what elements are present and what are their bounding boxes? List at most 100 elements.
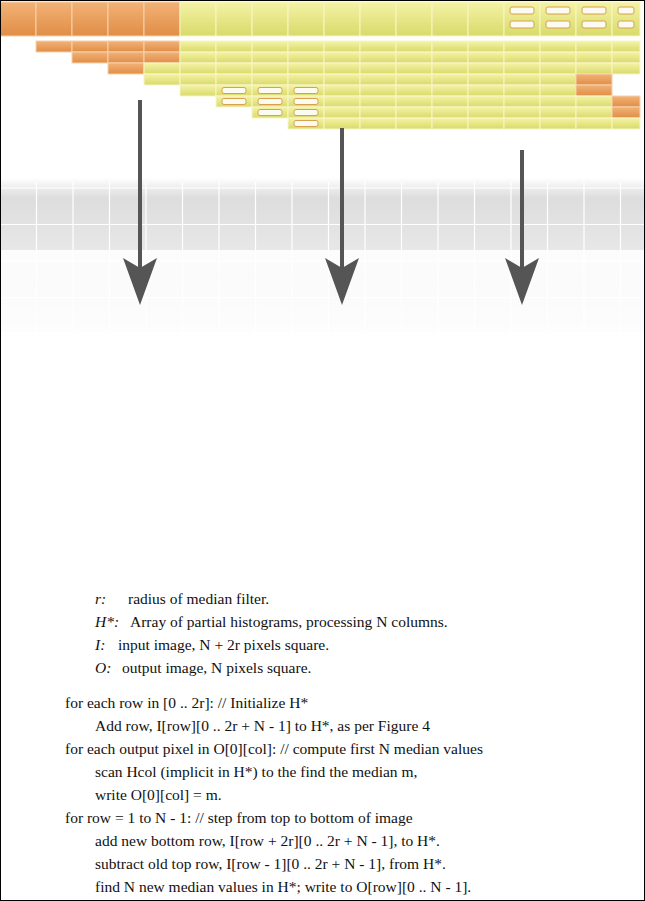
- histogram-cell: [144, 63, 180, 74]
- histogram-slot: [294, 99, 318, 105]
- histogram-cell: [468, 85, 504, 96]
- histogram-cell: [360, 2, 396, 36]
- histogram-cell: [360, 52, 396, 63]
- histogram-cell: [144, 41, 180, 52]
- histogram-cell: [324, 63, 360, 74]
- histogram-cell: [576, 52, 612, 63]
- histogram-cell: [360, 96, 396, 107]
- histogram-cell: [612, 96, 640, 107]
- histogram-cell: [216, 74, 252, 85]
- histogram-cell: [396, 85, 432, 96]
- symbol-definition: Array of partial histograms, processing …: [130, 613, 448, 631]
- histogram-cell: [432, 85, 468, 96]
- histogram-cell: [72, 41, 108, 52]
- histogram-cell: [612, 63, 640, 74]
- histogram-cell: [612, 118, 640, 129]
- histogram-slot: [294, 110, 318, 116]
- histogram-cell: [468, 74, 504, 85]
- histogram-cell: [504, 2, 540, 36]
- histogram-cell: [360, 74, 396, 85]
- histogram-cell: [288, 118, 324, 129]
- histogram-cell: [504, 107, 540, 118]
- histogram-cell: [432, 74, 468, 85]
- histogram-cell: [144, 74, 180, 85]
- grid-top-fade: [0, 178, 645, 198]
- histogram-cell: [252, 96, 288, 107]
- histogram-cell: [468, 41, 504, 52]
- symbol-term: H*:: [95, 613, 119, 631]
- histogram-cell: [540, 107, 576, 118]
- histogram-cell: [324, 107, 360, 118]
- histogram-cell: [216, 52, 252, 63]
- grid-line: [0, 224, 645, 225]
- histogram-strip: [72, 52, 640, 63]
- histogram-cell: [252, 74, 288, 85]
- histogram-cell: [504, 74, 540, 85]
- histogram-slot: [618, 21, 634, 28]
- down-arrows: [123, 100, 539, 305]
- histogram-slot: [582, 21, 606, 28]
- histogram-cell: [324, 85, 360, 96]
- histogram-cell: [540, 118, 576, 129]
- histogram-cell: [144, 2, 180, 36]
- histogram-cell: [396, 96, 432, 107]
- histogram-cell: [396, 52, 432, 63]
- histogram-cell: [324, 96, 360, 107]
- histogram-cell: [432, 41, 468, 52]
- symbol-term: I:: [95, 636, 105, 654]
- histogram-cell: [468, 96, 504, 107]
- histogram-slot: [258, 99, 282, 105]
- histogram-cell: [576, 63, 612, 74]
- arrow-head: [505, 258, 539, 305]
- histogram-cell: [360, 63, 396, 74]
- histogram-cell: [288, 2, 324, 36]
- histogram-slot: [222, 88, 246, 94]
- symbol-term: O:: [95, 659, 111, 677]
- pseudocode-line: subtract old top row, I[row - 1][0 .. 2r…: [95, 855, 446, 873]
- histogram-slot: [222, 99, 246, 105]
- histogram-cell: [288, 74, 324, 85]
- histogram-cell: [216, 85, 252, 96]
- histogram-cell: [504, 96, 540, 107]
- pseudocode-line: for each row in [0 .. 2r]: // Initialize…: [65, 694, 308, 712]
- arrow-head: [325, 258, 359, 305]
- histogram-slot: [258, 88, 282, 94]
- histogram-slot: [546, 21, 570, 28]
- histogram-cell: [288, 107, 324, 118]
- histogram-cell: [432, 96, 468, 107]
- partial-histograms: [0, 2, 640, 129]
- histogram-cell: [504, 52, 540, 63]
- histogram-cell: [612, 41, 640, 52]
- histogram-slot: [510, 7, 534, 14]
- histogram-cell: [216, 63, 252, 74]
- histogram-cell: [396, 118, 432, 129]
- histogram-cell: [432, 118, 468, 129]
- histogram-cell: [324, 118, 360, 129]
- grid-fade: [0, 250, 645, 340]
- histogram-cell: [288, 52, 324, 63]
- histogram-cell: [612, 2, 640, 36]
- pseudocode-line: find N new median values in H*; write to…: [95, 878, 471, 896]
- histogram-strip: [36, 41, 640, 52]
- histogram-strip: [288, 118, 640, 129]
- histogram-cell: [432, 63, 468, 74]
- histogram-cell: [504, 85, 540, 96]
- pseudocode-line: add new bottom row, I[row + 2r][0 .. 2r …: [95, 832, 440, 850]
- histogram-cell: [324, 52, 360, 63]
- histogram-cell: [252, 63, 288, 74]
- histogram-cell: [324, 41, 360, 52]
- histogram-cell: [540, 52, 576, 63]
- histogram-cell: [180, 41, 216, 52]
- output-grid: [0, 178, 645, 340]
- histogram-cell: [504, 63, 540, 74]
- histogram-cell: [288, 96, 324, 107]
- histogram-slot: [294, 88, 318, 94]
- histogram-cell: [252, 107, 288, 118]
- histogram-cell: [396, 2, 432, 36]
- arrow-shaft: [138, 100, 142, 272]
- arrow-shaft: [340, 128, 344, 272]
- histogram-cell: [576, 41, 612, 52]
- histogram-slot: [582, 7, 606, 14]
- histogram-slot: [546, 7, 570, 14]
